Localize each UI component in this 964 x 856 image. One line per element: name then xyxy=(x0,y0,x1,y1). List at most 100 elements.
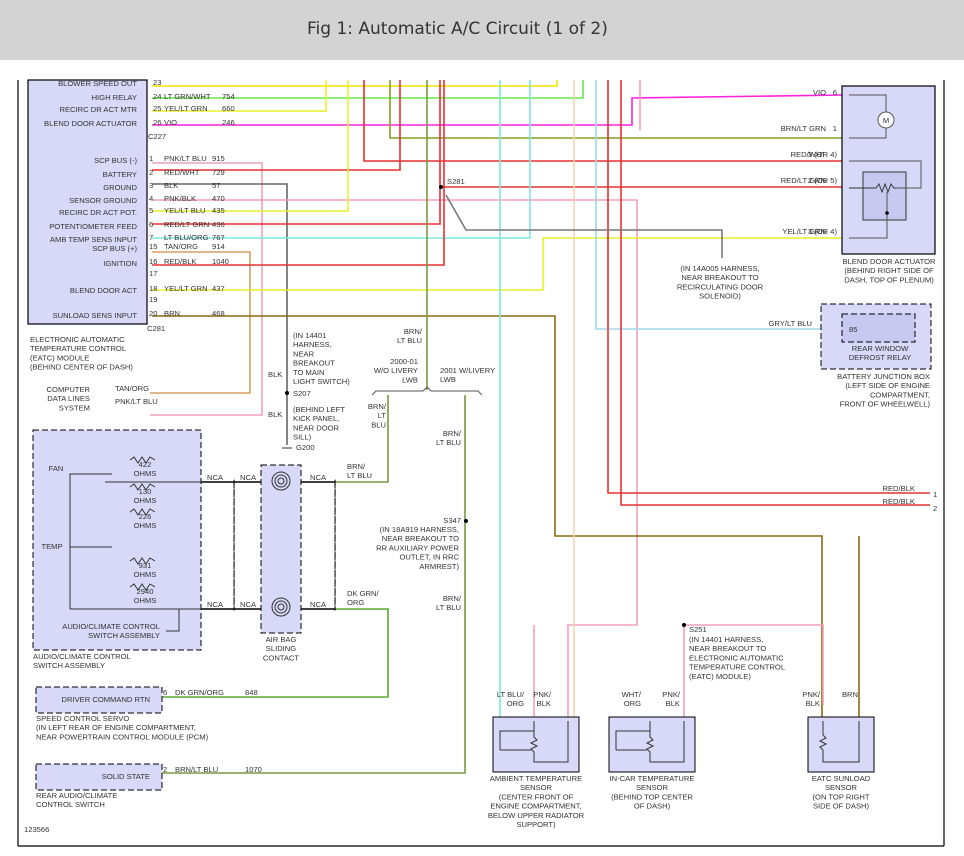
wire-color: BLK xyxy=(666,699,680,708)
in-car-sensor-caption: IN-CAR TEMPERATURE xyxy=(610,774,695,783)
ambient-sensor-caption: AMBIENT TEMPERATURE xyxy=(490,774,582,783)
sensor-internals xyxy=(499,721,860,763)
pin-number: 4 xyxy=(149,194,153,203)
s251-note: TEMPERATURE CONTROL xyxy=(689,663,785,672)
s207-note: HARNESS, xyxy=(293,340,332,349)
air-bag-sliding-contact[interactable] xyxy=(260,464,302,634)
wire-color: LT BLU/ORG xyxy=(164,233,209,242)
switch-common xyxy=(69,473,112,609)
wire-pnk-blk-sun xyxy=(684,624,824,705)
pin-number: 23 xyxy=(153,78,161,87)
motor-lead-1 xyxy=(849,94,887,112)
pin-number: 7 xyxy=(149,233,153,242)
wire-color: BRN/ xyxy=(404,327,423,336)
ambient-sensor-caption: BELOW UPPER RADIATOR xyxy=(488,811,585,820)
motor-symbol: M xyxy=(883,116,889,125)
in-car-sensor-caption: (BEHIND TOP CENTER xyxy=(611,792,693,801)
wire-color: RED/BLK xyxy=(883,484,916,493)
s347-note: (IN 18A919 HARNESS, xyxy=(380,525,459,534)
pin-number: 15 xyxy=(149,242,157,251)
ambient-sensor-caption: (CENTER FRONT OF xyxy=(499,792,574,801)
eatc-caption: (EATC) MODULE xyxy=(30,353,89,362)
resistor-icon xyxy=(849,182,896,194)
nca-label: NCA xyxy=(207,600,224,609)
switch-inner-lead xyxy=(166,609,180,632)
wire-color: BRN/ xyxy=(347,462,366,471)
sunload-sensor-caption: (ON TOP RIGHT xyxy=(813,792,870,801)
eatc-sunload-sensor[interactable] xyxy=(807,716,875,773)
servo-caption: SPEED CONTROL SERVO xyxy=(36,714,129,723)
thermistor-icon xyxy=(645,721,685,763)
splice-dot xyxy=(439,185,443,189)
air-bag-caption: SLIDING xyxy=(266,644,296,653)
g200-note: KICK PANEL, xyxy=(293,414,339,423)
junction-box-caption: COMPARTMENT, xyxy=(870,390,930,399)
pot-wiper xyxy=(849,192,888,239)
in-car-temperature-sensor[interactable] xyxy=(608,716,696,773)
circuit-number: 767 xyxy=(212,233,225,242)
resistor-icon xyxy=(129,583,156,591)
wire-dk-grn-org xyxy=(162,608,389,698)
resistor-icon xyxy=(129,483,156,491)
wire-color: PNK/BLK xyxy=(164,194,196,203)
resistor-unit: OHMS xyxy=(134,496,157,505)
junction-dot xyxy=(885,211,889,215)
wires xyxy=(150,80,930,774)
resistor-value: 226 xyxy=(139,512,152,521)
rear-defrost-relay[interactable] xyxy=(841,313,916,343)
splice-dot xyxy=(682,623,686,627)
servo-caption: NEAR POWERTRAIN CONTROL MODULE (PCM) xyxy=(36,732,209,741)
audio-climate-switch-assembly[interactable] xyxy=(32,429,202,651)
ambient-sensor-caption: ENGINE COMPARTMENT, xyxy=(490,802,581,811)
wire-color: BRN/ xyxy=(443,594,462,603)
photodiode-icon xyxy=(818,721,860,763)
s347-note: OUTLET, IN RRC xyxy=(400,553,460,562)
circuit-number: 915 xyxy=(212,154,225,163)
s207-note: TO MAIN xyxy=(293,368,325,377)
wire-pnk-blk xyxy=(152,199,638,717)
wire-color: BRN/LT GRN xyxy=(781,124,826,133)
sunload-sensor-caption: EATC SUNLOAD xyxy=(812,774,871,783)
potentiometer-box xyxy=(862,171,907,221)
circuit-number: 470 xyxy=(212,194,225,203)
pin-number: 6 xyxy=(149,220,153,229)
circuit-number: 246 xyxy=(222,118,235,127)
pin-label: BLEND DOOR ACT xyxy=(70,286,137,295)
wire-color: LT BLU/ xyxy=(497,690,525,699)
resistor-unit: OHMS xyxy=(134,596,157,605)
switch-caption: AUDIO/CLIMATE CONTROL xyxy=(33,652,131,661)
circuit-number: 437 xyxy=(212,284,225,293)
junction-box-caption: BATTERY JUNCTION BOX xyxy=(837,372,930,381)
ambient-temperature-sensor[interactable] xyxy=(492,716,580,773)
pin-label: SOLID STATE xyxy=(102,772,150,781)
speed-control-servo[interactable] xyxy=(35,686,163,714)
resistor-icon xyxy=(129,557,156,565)
wire-color: LT xyxy=(378,411,387,420)
junction-box-caption: FRONT OF WHEELWELL) xyxy=(840,400,931,409)
wire-lt-blu-org xyxy=(152,80,531,239)
eatc-caption: (BEHIND CENTER OF DASH) xyxy=(30,363,133,372)
s281-note: SOLENOID) xyxy=(699,292,741,301)
wire-color: RED/WHT xyxy=(164,168,200,177)
wire-color: BRN/LT BLU xyxy=(175,765,218,774)
wire-color: YEL/LT GRN xyxy=(164,284,208,293)
pin-label: BLOWER SPEED OUT xyxy=(58,79,137,88)
figure-number: 123566 xyxy=(24,825,49,834)
g200-note: NEAR DOOR xyxy=(293,423,340,432)
s281-note: NEAR BREAKOUT TO xyxy=(681,273,758,282)
wire-high-relay xyxy=(152,80,584,99)
rear-audio-climate-switch[interactable] xyxy=(35,763,163,791)
wire-color: VIO xyxy=(813,88,826,97)
eatc-module[interactable] xyxy=(27,79,148,325)
pin-label: IGNITION xyxy=(103,259,137,268)
wire-red-blk-1040 xyxy=(152,80,445,266)
wire-color: ORG xyxy=(507,699,524,708)
wire-color: PNK/ xyxy=(533,690,552,699)
ambient-sensor-caption: SUPPORT) xyxy=(516,820,556,829)
pin-label: RECIRC DR ACT POT. xyxy=(59,208,137,217)
circuit-number: 436 xyxy=(212,220,225,229)
pin-number: 6 xyxy=(163,688,167,697)
